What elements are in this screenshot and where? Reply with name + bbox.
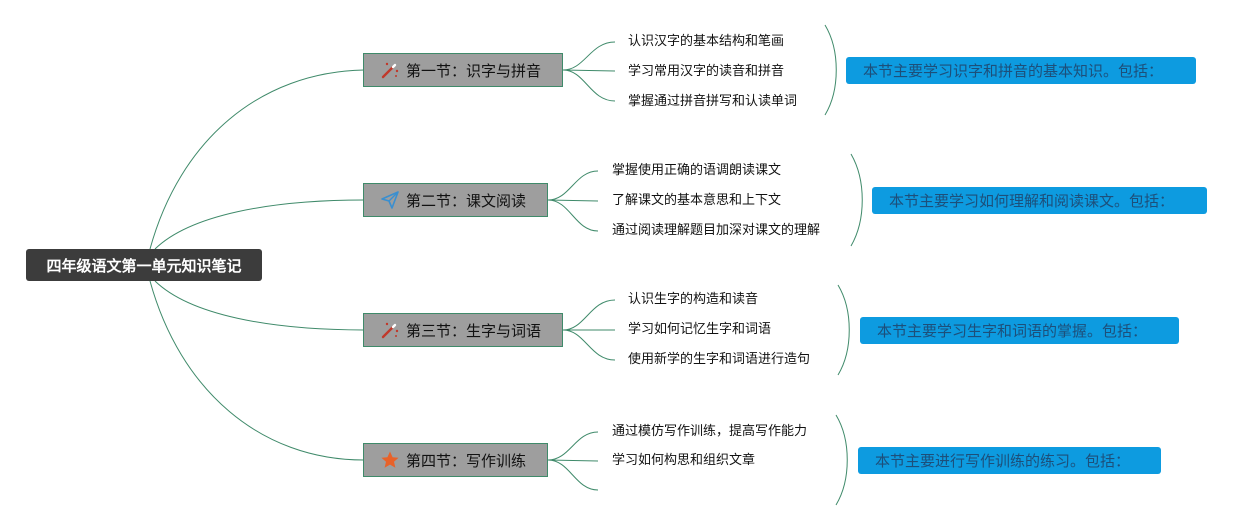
s4-branch-2 (547, 459, 599, 462)
section-4-item-2[interactable]: 学习如何构思和组织文章 (612, 453, 756, 468)
s4-branch-1 (547, 431, 599, 461)
section-1-node[interactable]: 第一节：识字与拼音 (363, 53, 563, 87)
section-1-summary[interactable]: 本节主要学习识字和拼音的基本知识。包括： (846, 57, 1196, 84)
magic-wand-icon (380, 320, 400, 340)
section-3-summary-text: 本节主要学习生字和词语的掌握。包括： (877, 322, 1148, 340)
s2-brace (850, 153, 863, 247)
section-2-title: 第二节：课文阅读 (406, 191, 527, 210)
s4-branch-3 (547, 459, 599, 491)
root-connector-4 (149, 280, 365, 461)
paper-plane-icon (380, 190, 400, 210)
section-2-item-3[interactable]: 通过阅读理解题目加深对课文的理解 (612, 223, 821, 238)
section-4-node[interactable]: 第四节：写作训练 (363, 443, 548, 477)
section-2-summary-text: 本节主要学习如何理解和阅读课文。包括： (889, 192, 1175, 210)
root-connector-1 (149, 69, 365, 250)
s3-branch-1 (562, 299, 616, 331)
s4-brace (835, 414, 848, 506)
section-1-title: 第一节：识字与拼音 (406, 61, 542, 80)
s3-brace (837, 284, 850, 376)
root-connector-2 (154, 199, 365, 250)
section-2-item-2[interactable]: 了解课文的基本意思和上下文 (612, 193, 782, 208)
s2-branch-1 (547, 170, 599, 201)
section-3-item-3[interactable]: 使用新学的生字和词语进行造句 (628, 352, 811, 367)
s1-branch-2 (562, 69, 616, 72)
root-topic[interactable]: 四年级语文第一单元知识笔记 (26, 249, 262, 281)
section-3-item-1[interactable]: 认识生字的构造和读音 (628, 292, 759, 307)
root-topic-label: 四年级语文第一单元知识笔记 (46, 256, 242, 275)
section-2-node[interactable]: 第二节：课文阅读 (363, 183, 548, 217)
s2-branch-3 (547, 199, 599, 232)
s3-branch-3 (562, 329, 616, 361)
section-1-summary-text: 本节主要学习识字和拼音的基本知识。包括： (863, 62, 1164, 80)
root-connector-3 (154, 280, 365, 331)
section-3-node[interactable]: 第三节：生字与词语 (363, 313, 563, 347)
section-1-item-2[interactable]: 学习常用汉字的读音和拼音 (628, 64, 785, 79)
star-icon (380, 450, 400, 470)
section-1-item-1[interactable]: 认识汉字的基本结构和笔画 (628, 34, 785, 49)
section-3-item-2[interactable]: 学习如何记忆生字和词语 (628, 322, 772, 337)
magic-wand-icon (380, 60, 400, 80)
section-4-title: 第四节：写作训练 (406, 451, 527, 470)
s1-branch-3 (562, 69, 616, 102)
section-4-summary[interactable]: 本节主要进行写作训练的练习。包括： (858, 447, 1161, 474)
section-3-summary[interactable]: 本节主要学习生字和词语的掌握。包括： (860, 317, 1179, 344)
section-3-title: 第三节：生字与词语 (406, 321, 542, 340)
s2-branch-2 (547, 199, 599, 202)
section-2-item-1[interactable]: 掌握使用正确的语调朗读课文 (612, 163, 782, 178)
s1-branch-1 (562, 41, 616, 71)
s1-brace (824, 24, 837, 116)
section-2-summary[interactable]: 本节主要学习如何理解和阅读课文。包括： (872, 187, 1207, 214)
section-1-item-3[interactable]: 掌握通过拼音拼写和认读单词 (628, 94, 798, 109)
section-4-summary-text: 本节主要进行写作训练的练习。包括： (875, 452, 1131, 470)
section-4-item-1[interactable]: 通过模仿写作训练，提高写作能力 (612, 424, 808, 439)
